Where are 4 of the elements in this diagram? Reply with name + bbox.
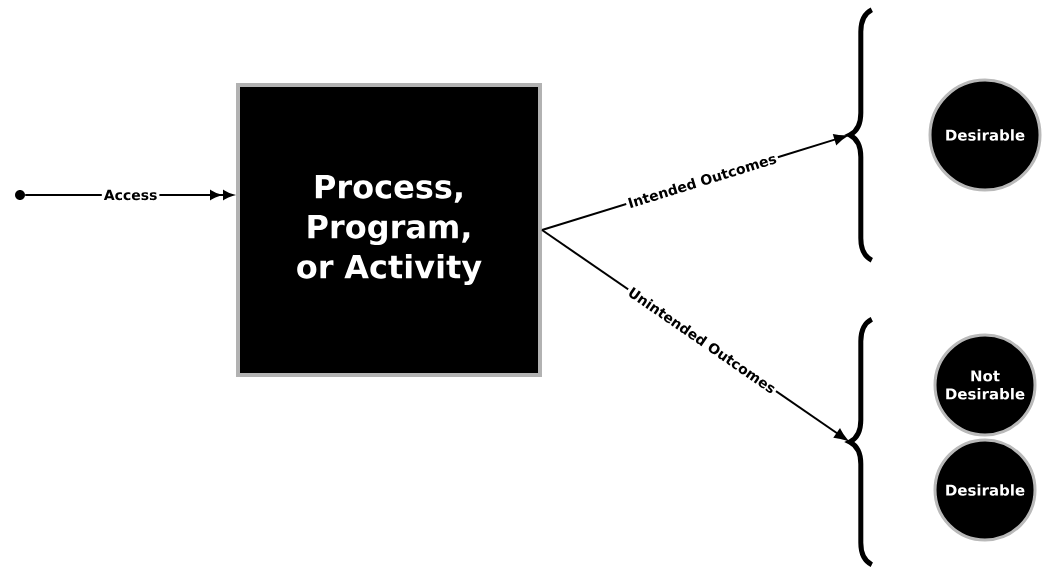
process-box: Process, Program, or Activity bbox=[236, 83, 542, 377]
curly-brace bbox=[847, 317, 874, 567]
curly-brace bbox=[847, 7, 874, 263]
edge-label: Access bbox=[101, 187, 160, 203]
